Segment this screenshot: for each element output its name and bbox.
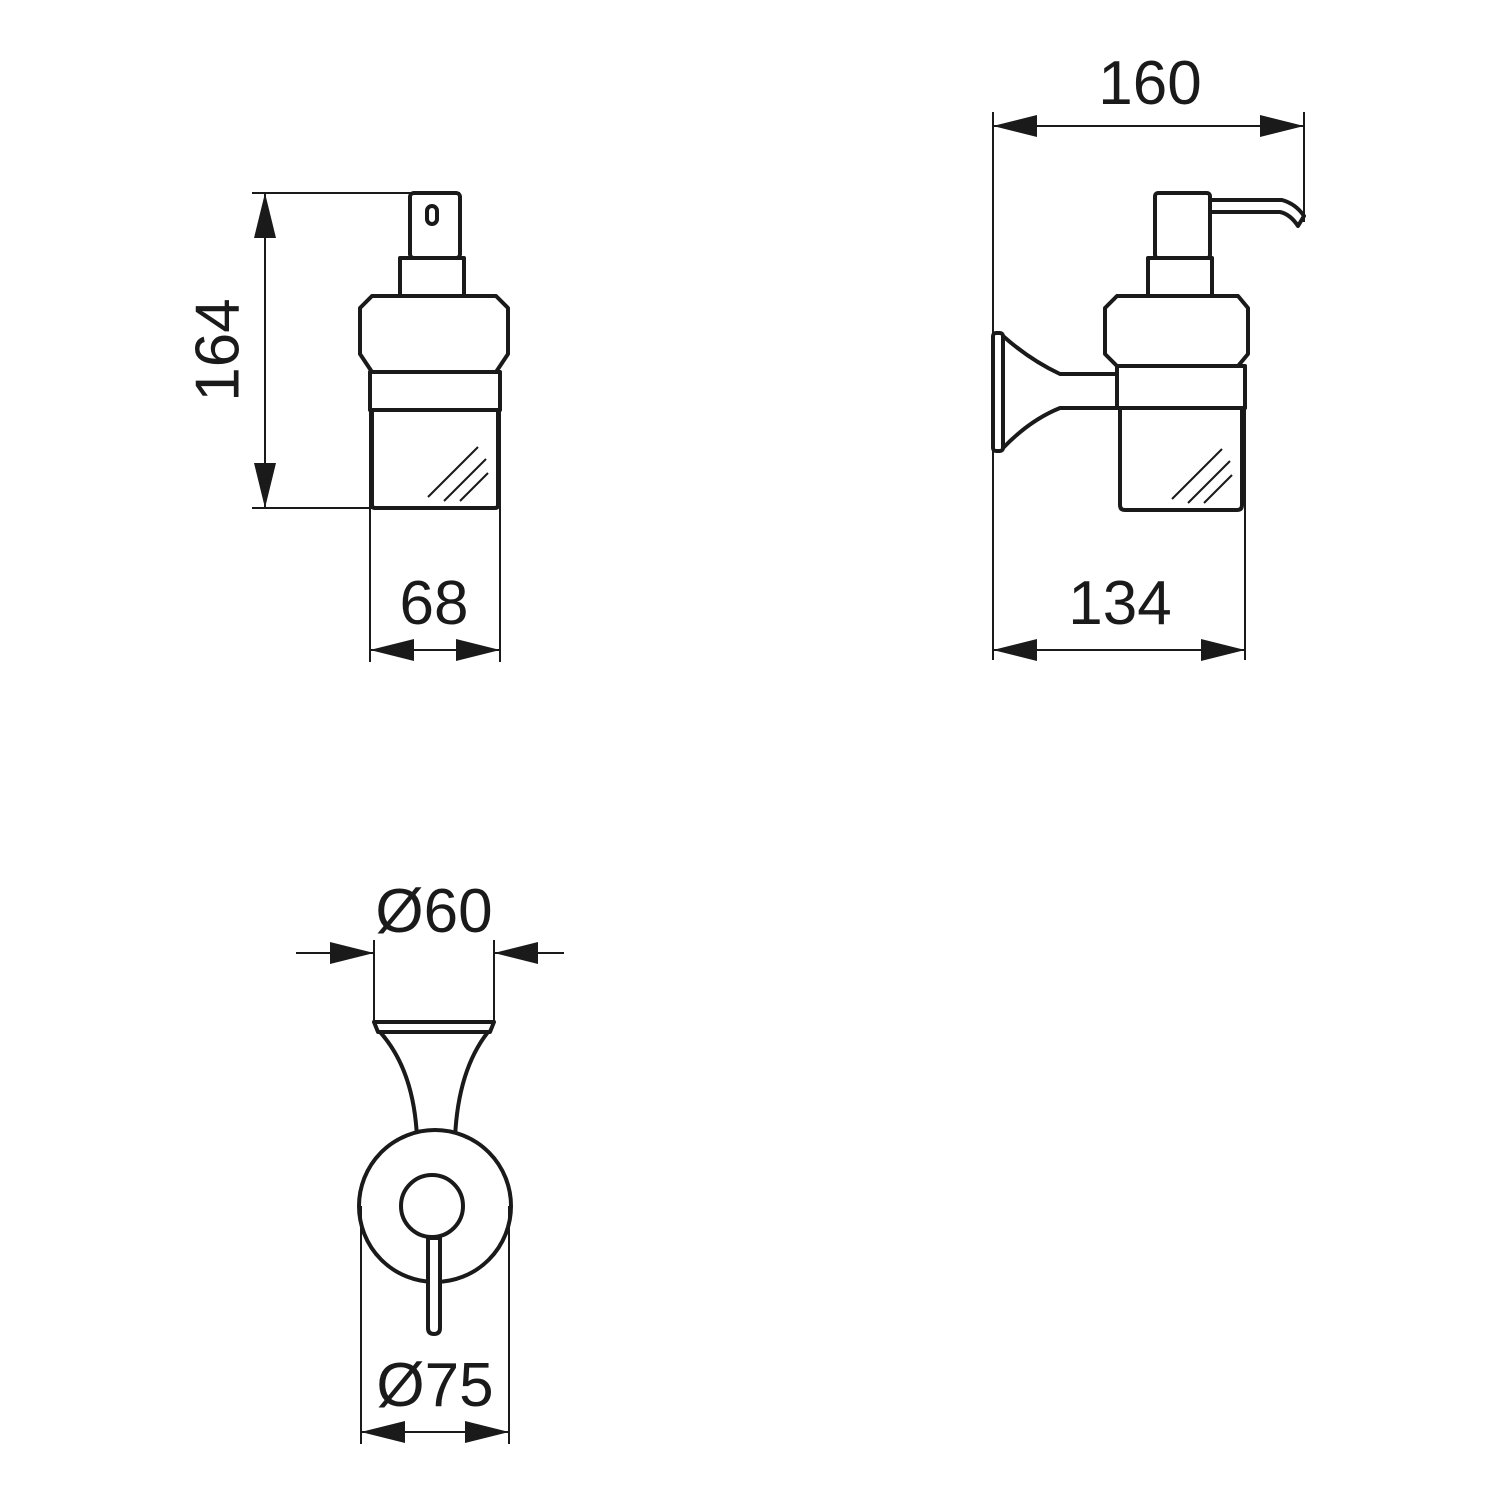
side-overall-arrow-left [993,115,1037,137]
side-spout [1208,198,1306,228]
front-collar [368,370,502,412]
top-cup-rim [372,1020,496,1034]
front-width-arrow-left [370,639,414,661]
top-rosette-arrow-right [465,1421,509,1443]
front-glass-hatch [443,458,487,502]
side-depth-arrow-right [1201,639,1245,661]
front-pump-head [408,191,462,260]
top-rosette-inner [399,1173,465,1239]
side-depth-arrow-left [993,639,1037,661]
side-depth-label: 134 [1068,569,1171,638]
top-rosette-diameter-label: Ø75 [376,1351,493,1420]
front-pump-slot [425,204,439,226]
side-overall-label: 160 [1098,49,1201,118]
side-glass-hatch [1187,460,1231,504]
side-glass [1118,406,1244,512]
front-height-arrow-top [254,193,276,238]
top-cup-diameter-label: Ø60 [375,877,492,946]
top-cup-arrow-left [330,942,374,964]
side-lid [1103,294,1250,368]
side-wall-plate [991,331,1005,453]
front-view: 164 68 [183,191,510,662]
top-cup-arrow-right [494,942,538,964]
front-lid [358,294,510,374]
front-height-label: 164 [183,298,252,401]
side-view: 160 134 [991,49,1306,661]
top-rosette-arrow-left [361,1421,405,1443]
side-pump-neck [1146,256,1214,298]
front-width-label: 68 [400,569,469,638]
top-stem [426,1236,442,1336]
side-glass-hatch [1171,448,1223,500]
front-height-arrow-bottom [254,463,276,508]
top-arm [378,1030,490,1140]
front-width-arrow-right [456,639,500,661]
front-glass-hatch [459,472,489,502]
side-glass-hatch [1203,474,1233,504]
front-pump-neck [398,256,466,298]
side-overall-arrow-right [1260,115,1304,137]
front-glass-hatch [427,446,479,498]
side-pump-head [1153,191,1212,260]
front-glass [370,408,500,510]
side-arm [1001,334,1119,450]
side-collar [1115,364,1247,410]
top-view: Ø60 Ø75 [296,877,564,1444]
